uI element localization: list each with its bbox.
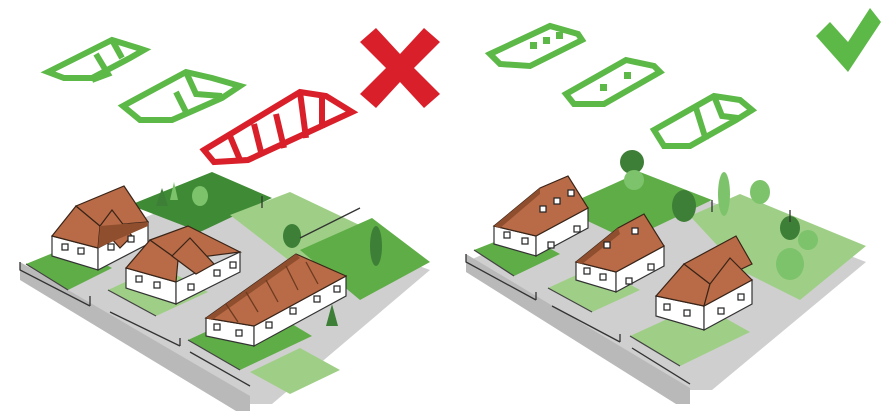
tree-icon <box>718 172 730 216</box>
tree-icon <box>192 186 208 206</box>
tree-icon <box>672 190 696 222</box>
gable-roof-outline <box>48 40 144 80</box>
tree-icon <box>283 224 301 248</box>
long-dormer-roof-outline <box>204 92 352 162</box>
gable-roof-outline <box>654 96 752 146</box>
cross-icon <box>360 28 440 108</box>
left-roof-outlines <box>48 40 240 120</box>
right-roof-outlines <box>490 26 752 146</box>
dormer-roof-outline <box>490 26 582 66</box>
left-panel <box>20 28 440 411</box>
gable-roof-outline <box>123 72 240 120</box>
tree-icon <box>750 180 770 204</box>
tree-icon <box>798 230 818 250</box>
check-icon <box>816 8 881 72</box>
tree-icon <box>776 248 804 280</box>
right-panel <box>466 8 881 404</box>
tree-icon <box>624 170 644 190</box>
tree-icon <box>370 226 382 266</box>
dormer-roof-outline <box>566 60 660 104</box>
